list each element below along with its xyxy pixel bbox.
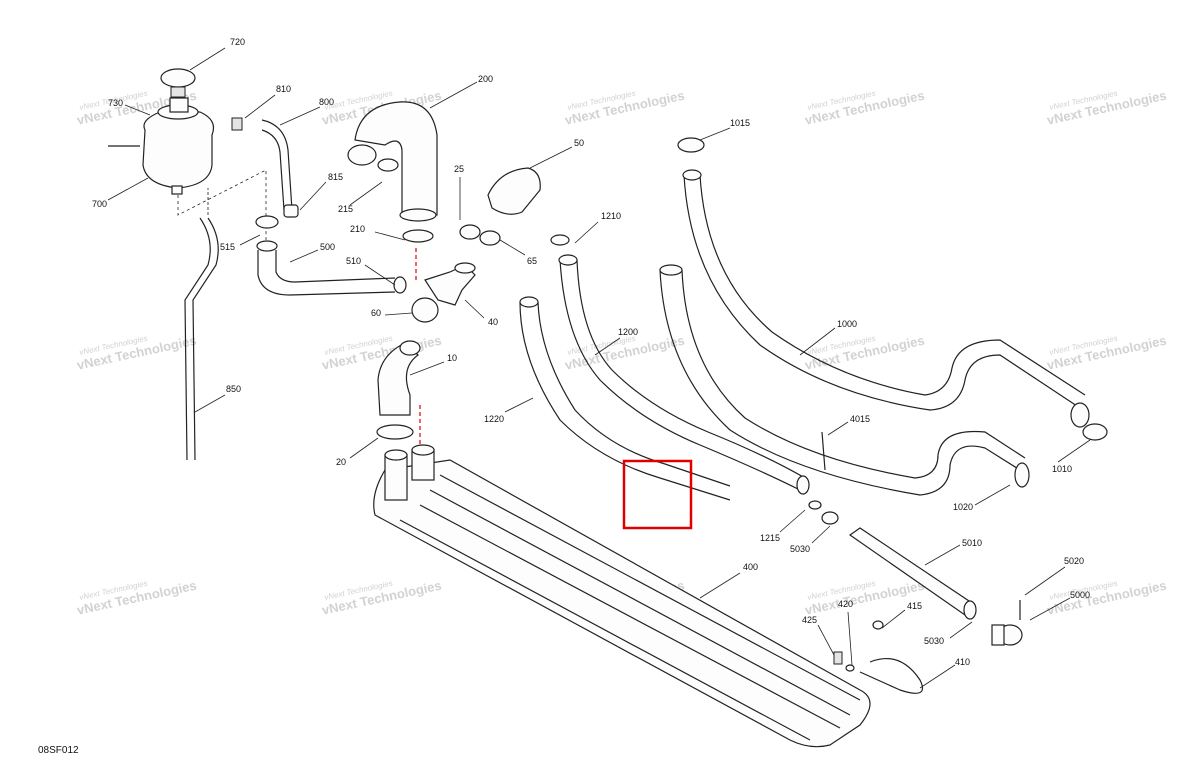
hose-1220[interactable] bbox=[519, 296, 731, 501]
part-label-810[interactable]: 810 bbox=[276, 84, 291, 94]
part-label-20[interactable]: 20 bbox=[336, 457, 346, 467]
part-label-425[interactable]: 425 bbox=[802, 615, 817, 625]
part-label-850[interactable]: 850 bbox=[226, 384, 241, 394]
highlight-box bbox=[622, 459, 693, 530]
elbow-hose-10[interactable] bbox=[376, 340, 421, 440]
part-label-65[interactable]: 65 bbox=[527, 256, 537, 266]
diagram-code: 08SF012 bbox=[38, 745, 79, 756]
part-label-5030b[interactable]: 5030 bbox=[924, 636, 944, 646]
part-label-50[interactable]: 50 bbox=[574, 138, 584, 148]
part-label-1210[interactable]: 1210 bbox=[601, 211, 621, 221]
hose-500[interactable] bbox=[255, 215, 407, 296]
part-label-815[interactable]: 815 bbox=[328, 172, 343, 182]
hose-800[interactable] bbox=[231, 117, 299, 218]
part-label-40[interactable]: 40 bbox=[488, 317, 498, 327]
reservoir-overflow-hose[interactable] bbox=[184, 217, 219, 461]
fitting-5000[interactable] bbox=[991, 600, 1023, 646]
part-label-215[interactable]: 215 bbox=[338, 204, 353, 214]
leader-lines bbox=[107, 47, 1091, 689]
part-label-5010[interactable]: 5010 bbox=[962, 538, 982, 548]
part-label-200[interactable]: 200 bbox=[478, 74, 493, 84]
pipe-5010[interactable] bbox=[808, 500, 977, 620]
part-label-1220[interactable]: 1220 bbox=[484, 414, 504, 424]
part-label-1200[interactable]: 1200 bbox=[618, 327, 638, 337]
part-label-5030a[interactable]: 5030 bbox=[790, 544, 810, 554]
hose-50[interactable] bbox=[459, 167, 541, 246]
part-label-800[interactable]: 800 bbox=[319, 97, 334, 107]
part-label-1010[interactable]: 1010 bbox=[1052, 464, 1072, 474]
part-label-720[interactable]: 720 bbox=[230, 37, 245, 47]
red-dashed-connectors bbox=[415, 248, 421, 445]
part-label-1000[interactable]: 1000 bbox=[837, 319, 857, 329]
part-label-700[interactable]: 700 bbox=[92, 199, 107, 209]
hose-1000[interactable] bbox=[677, 137, 1108, 441]
part-label-1015[interactable]: 1015 bbox=[730, 118, 750, 128]
part-label-25[interactable]: 25 bbox=[454, 164, 464, 174]
intercooler-400[interactable] bbox=[373, 444, 871, 748]
part-label-210[interactable]: 210 bbox=[350, 224, 365, 234]
sensor-410[interactable] bbox=[833, 620, 924, 694]
part-label-500[interactable]: 500 bbox=[320, 242, 335, 252]
part-label-10[interactable]: 10 bbox=[447, 353, 457, 363]
part-label-730[interactable]: 730 bbox=[108, 98, 123, 108]
tee-fitting-40[interactable] bbox=[411, 262, 476, 323]
part-label-510[interactable]: 510 bbox=[346, 256, 361, 266]
coolant-reservoir[interactable] bbox=[108, 68, 215, 215]
part-label-5000[interactable]: 5000 bbox=[1070, 590, 1090, 600]
part-label-5020[interactable]: 5020 bbox=[1064, 556, 1084, 566]
hose-1200[interactable] bbox=[550, 234, 810, 495]
part-label-515[interactable]: 515 bbox=[220, 242, 235, 252]
hose-1020[interactable] bbox=[659, 264, 1030, 496]
part-label-1215[interactable]: 1215 bbox=[760, 533, 780, 543]
part-label-415[interactable]: 415 bbox=[907, 601, 922, 611]
part-label-420[interactable]: 420 bbox=[838, 599, 853, 609]
part-label-410[interactable]: 410 bbox=[955, 657, 970, 667]
part-labels: 720 730 700 810 800 815 515 500 850 200 … bbox=[92, 37, 1090, 667]
elbow-hose-200[interactable] bbox=[347, 101, 438, 243]
part-label-4015[interactable]: 4015 bbox=[850, 414, 870, 424]
part-label-400[interactable]: 400 bbox=[743, 562, 758, 572]
part-label-1020[interactable]: 1020 bbox=[953, 502, 973, 512]
part-label-60[interactable]: 60 bbox=[371, 308, 381, 318]
